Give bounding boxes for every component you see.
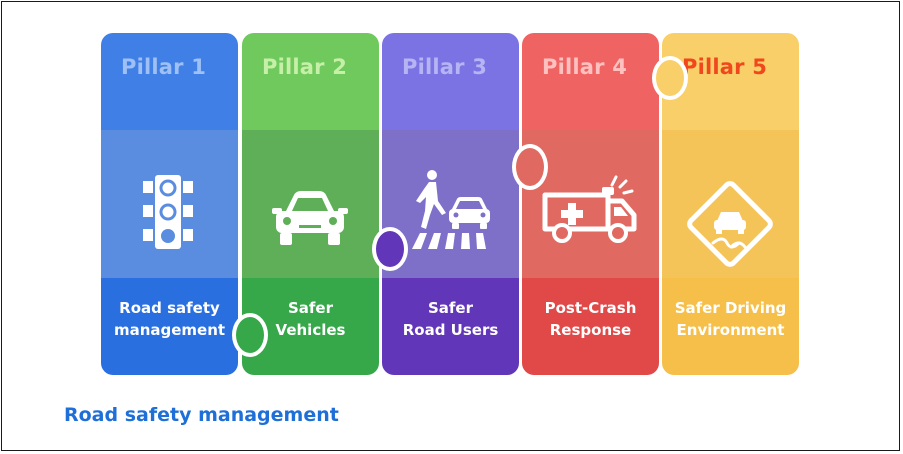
traffic-light-icon — [143, 175, 193, 249]
pillar-5-label-line-2: Environment — [676, 321, 785, 339]
pillar-1-title: Pillar 1 — [121, 55, 207, 79]
pillar-5-bottom — [662, 278, 799, 375]
puzzle-knob-4-5 — [652, 56, 688, 100]
pillar-2-label-line-2: Vehicles — [275, 321, 346, 339]
pillar-2-label: Safer Vehicles — [246, 297, 375, 341]
car-icon — [272, 191, 348, 245]
pillar-3-title: Pillar 3 — [402, 55, 488, 79]
pillar-3-label: Safer Road Users — [386, 297, 515, 341]
puzzle-knob-3-4 — [512, 144, 548, 190]
pillar-5-title: Pillar 5 — [682, 55, 768, 79]
pillar-5-middle — [662, 130, 799, 278]
pillar-1-bottom — [101, 278, 238, 375]
pillar-5-label: Safer Driving Environment — [666, 297, 795, 341]
pillar-3: Pillar 3 Safer Road Users — [382, 33, 519, 375]
pillar-4-label-line-1: Post-Crash — [544, 299, 637, 317]
slippery-road-sign-icon — [687, 181, 773, 267]
pillar-1-label-line-2: management — [113, 321, 226, 339]
pillar-2-title: Pillar 2 — [262, 55, 348, 79]
pillar-5: Pillar 5 Safer Driving Environment — [662, 33, 799, 375]
footer-title: Road safety management — [64, 404, 339, 426]
pillar-4-label-line-2: Response — [549, 321, 632, 339]
pillar-2-label-line-1: Safer — [287, 299, 334, 317]
puzzle-knob-2-3 — [372, 227, 408, 271]
pillar-4-label: Post-Crash Response — [526, 297, 655, 341]
pillar-2-top — [242, 33, 379, 130]
pillar-3-label-line-2: Road Users — [402, 321, 499, 339]
pillar-3-bottom — [382, 278, 519, 375]
pillar-3-label-line-1: Safer — [427, 299, 474, 317]
pillar-1-label: Road safety management — [105, 297, 234, 341]
pillar-1-top — [101, 33, 238, 130]
pillar-4-bottom — [522, 278, 659, 375]
pillar-4: Pillar 4 Post-Crash Response — [522, 33, 659, 375]
pillar-2: Pillar 2 Safer Vehicles — [242, 33, 379, 375]
pillar-4-top — [522, 33, 659, 130]
pedestrian-crossing-icon — [412, 170, 490, 249]
pillar-1: Pillar 1 Road safety management — [101, 33, 238, 375]
pillar-5-label-line-1: Safer Driving — [674, 299, 787, 317]
ambulance-icon — [542, 175, 637, 243]
pillar-4-title: Pillar 4 — [542, 55, 628, 79]
pillar-1-label-line-1: Road safety — [119, 299, 220, 317]
pillar-3-top — [382, 33, 519, 130]
puzzle-knob-1-2 — [232, 313, 268, 357]
